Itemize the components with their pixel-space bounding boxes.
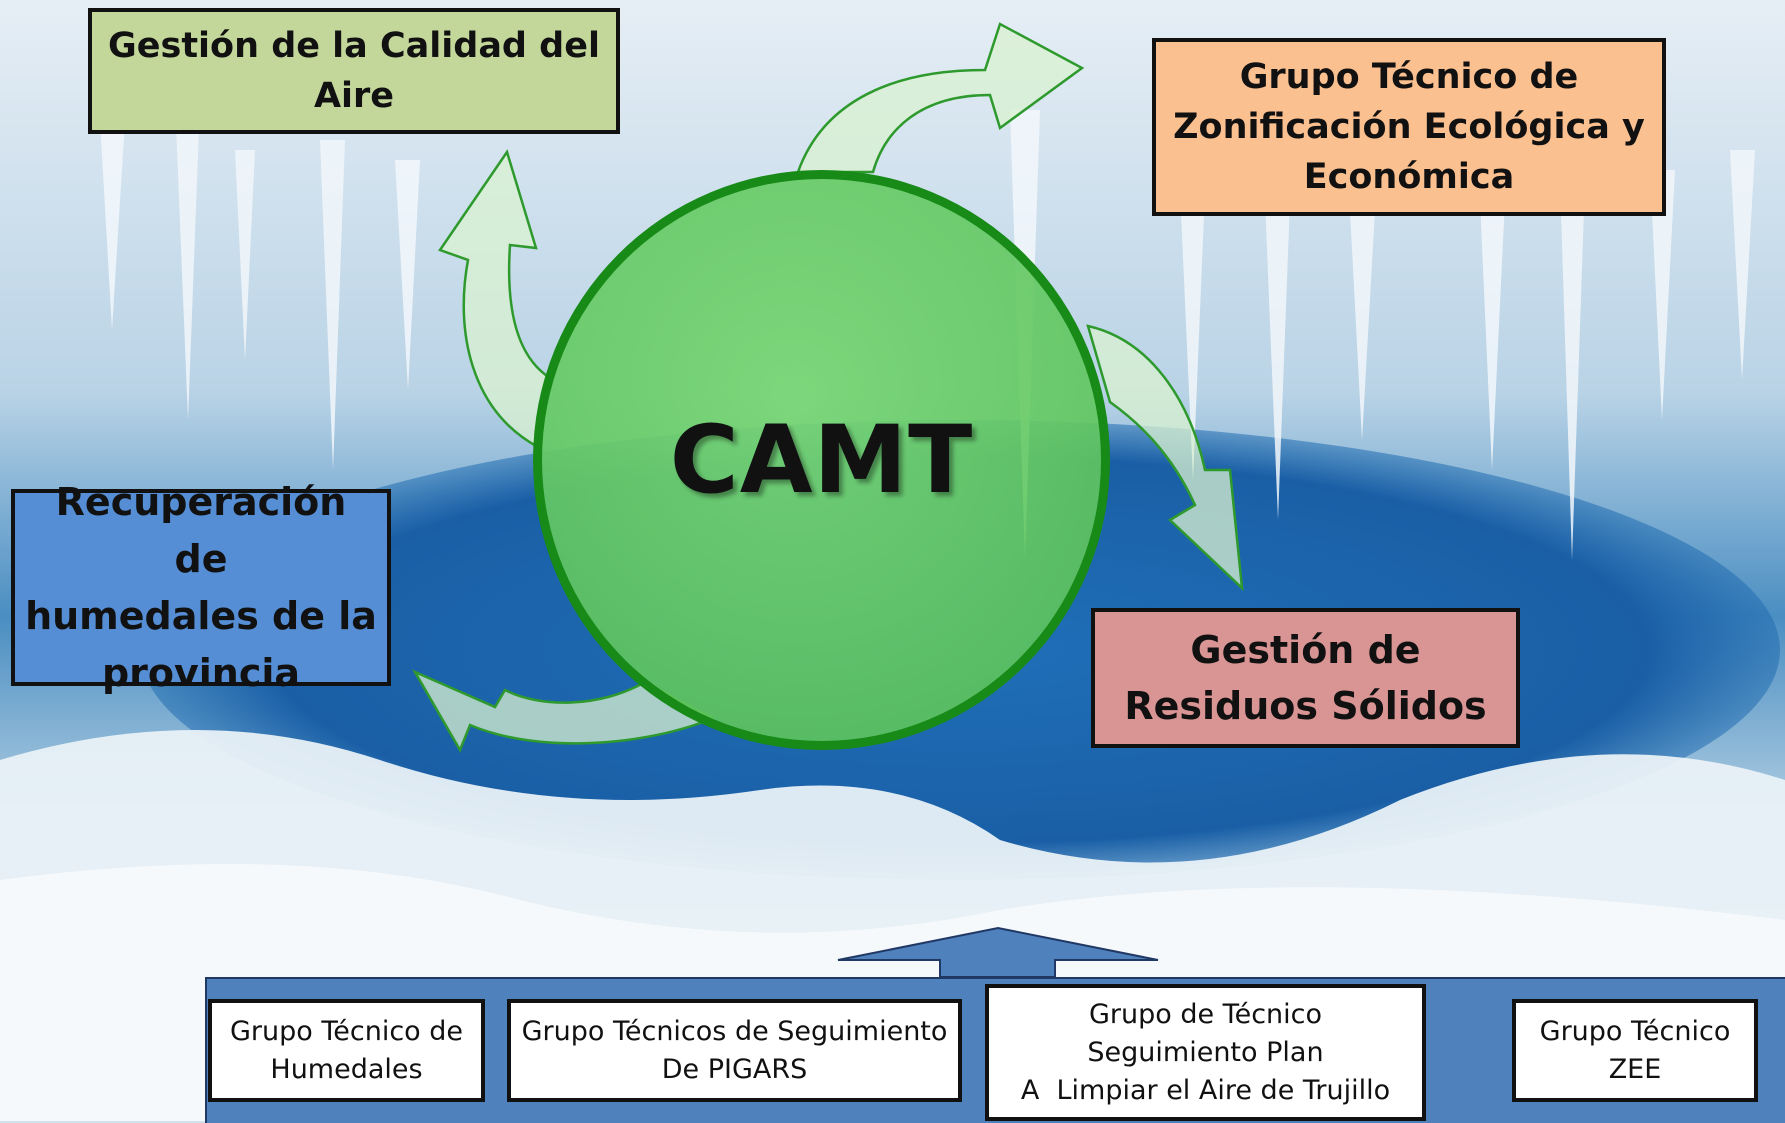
- node-line: Gestión de: [1190, 628, 1421, 672]
- node-line: Recuperación de: [55, 479, 347, 581]
- group-line: Seguimiento Plan: [1087, 1036, 1324, 1068]
- group-line: Grupo de Técnico: [1088, 998, 1323, 1030]
- node-line: Grupo Técnico de: [1239, 57, 1579, 97]
- node-line: Zonificación Ecológica y: [1173, 107, 1645, 147]
- group-pigars: Grupo Técnicos de Seguimiento De PIGARS: [507, 999, 962, 1102]
- node-line: Económica: [1303, 157, 1515, 197]
- group-line: A Limpiar el Aire de Trujillo: [1020, 1074, 1391, 1106]
- group-zee: Grupo Técnico ZEE: [1512, 999, 1758, 1102]
- group-humedales: Grupo Técnico de Humedales: [208, 999, 485, 1102]
- center-label: CAMT: [669, 405, 974, 515]
- node-residuos-solidos: Gestión de Residuos Sólidos: [1091, 608, 1520, 748]
- node-zonificacion: Grupo Técnico de Zonificación Ecológica …: [1152, 38, 1666, 216]
- group-line: Grupo Técnico: [1539, 1015, 1731, 1047]
- center-circle: CAMT: [533, 170, 1110, 750]
- group-aire-trujillo: Grupo de Técnico Seguimiento Plan A Limp…: [985, 984, 1426, 1121]
- group-line: De PIGARS: [661, 1053, 808, 1085]
- node-line: provincia: [101, 650, 301, 695]
- group-line: Humedales: [270, 1053, 423, 1085]
- group-line: Grupo Técnico de: [229, 1015, 464, 1047]
- node-line: Aire: [313, 76, 395, 116]
- node-line: humedales de la: [25, 593, 377, 638]
- node-calidad-aire: Gestión de la Calidad del Aire: [88, 8, 620, 134]
- node-humedales: Recuperación de humedales de la provinci…: [11, 480, 391, 695]
- group-line: Grupo Técnicos de Seguimiento: [521, 1015, 948, 1047]
- node-line: Residuos Sólidos: [1124, 684, 1487, 728]
- node-line: Gestión de la Calidad del: [108, 26, 600, 66]
- group-line: ZEE: [1608, 1053, 1662, 1085]
